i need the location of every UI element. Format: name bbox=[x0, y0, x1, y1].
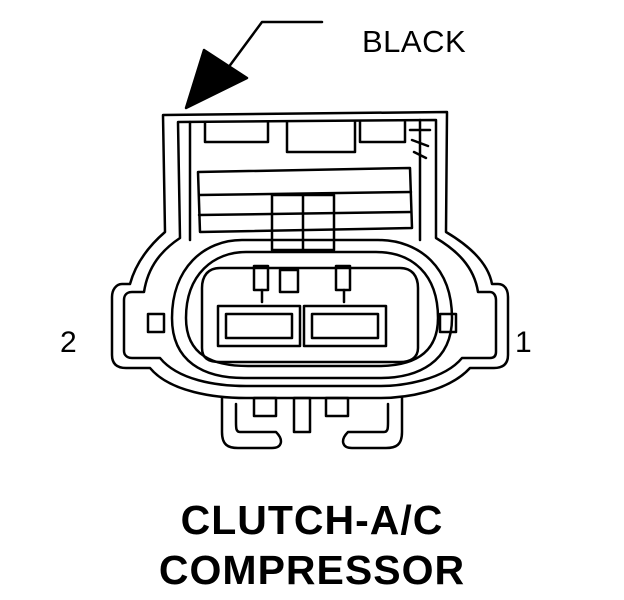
bottom-key-center bbox=[294, 398, 310, 432]
bottom-foot-right bbox=[343, 398, 402, 448]
pin-2-label: 2 bbox=[60, 326, 77, 359]
bottom-foot-left bbox=[222, 398, 281, 448]
terminal-slot-2 bbox=[218, 306, 300, 346]
bottom-key-right bbox=[326, 398, 348, 416]
side-lock-right bbox=[440, 314, 456, 332]
pin-1-label: 1 bbox=[515, 326, 532, 359]
wire-color-label: BLACK bbox=[362, 24, 467, 59]
latch-cutout bbox=[205, 122, 268, 142]
callout-leader bbox=[186, 22, 322, 108]
component-title-line-2: COMPRESSOR bbox=[158, 547, 466, 593]
connector-outer-body bbox=[112, 112, 508, 398]
latch-center bbox=[287, 122, 355, 152]
cavity-shroud bbox=[172, 240, 452, 378]
connector-hood bbox=[198, 168, 412, 232]
terminal-slot-1 bbox=[304, 306, 386, 346]
side-lock-left bbox=[148, 314, 164, 332]
component-title-line-1: CLUTCH-A/C bbox=[180, 497, 444, 543]
connector-inner-body bbox=[124, 120, 496, 386]
bottom-key-left bbox=[254, 398, 276, 416]
